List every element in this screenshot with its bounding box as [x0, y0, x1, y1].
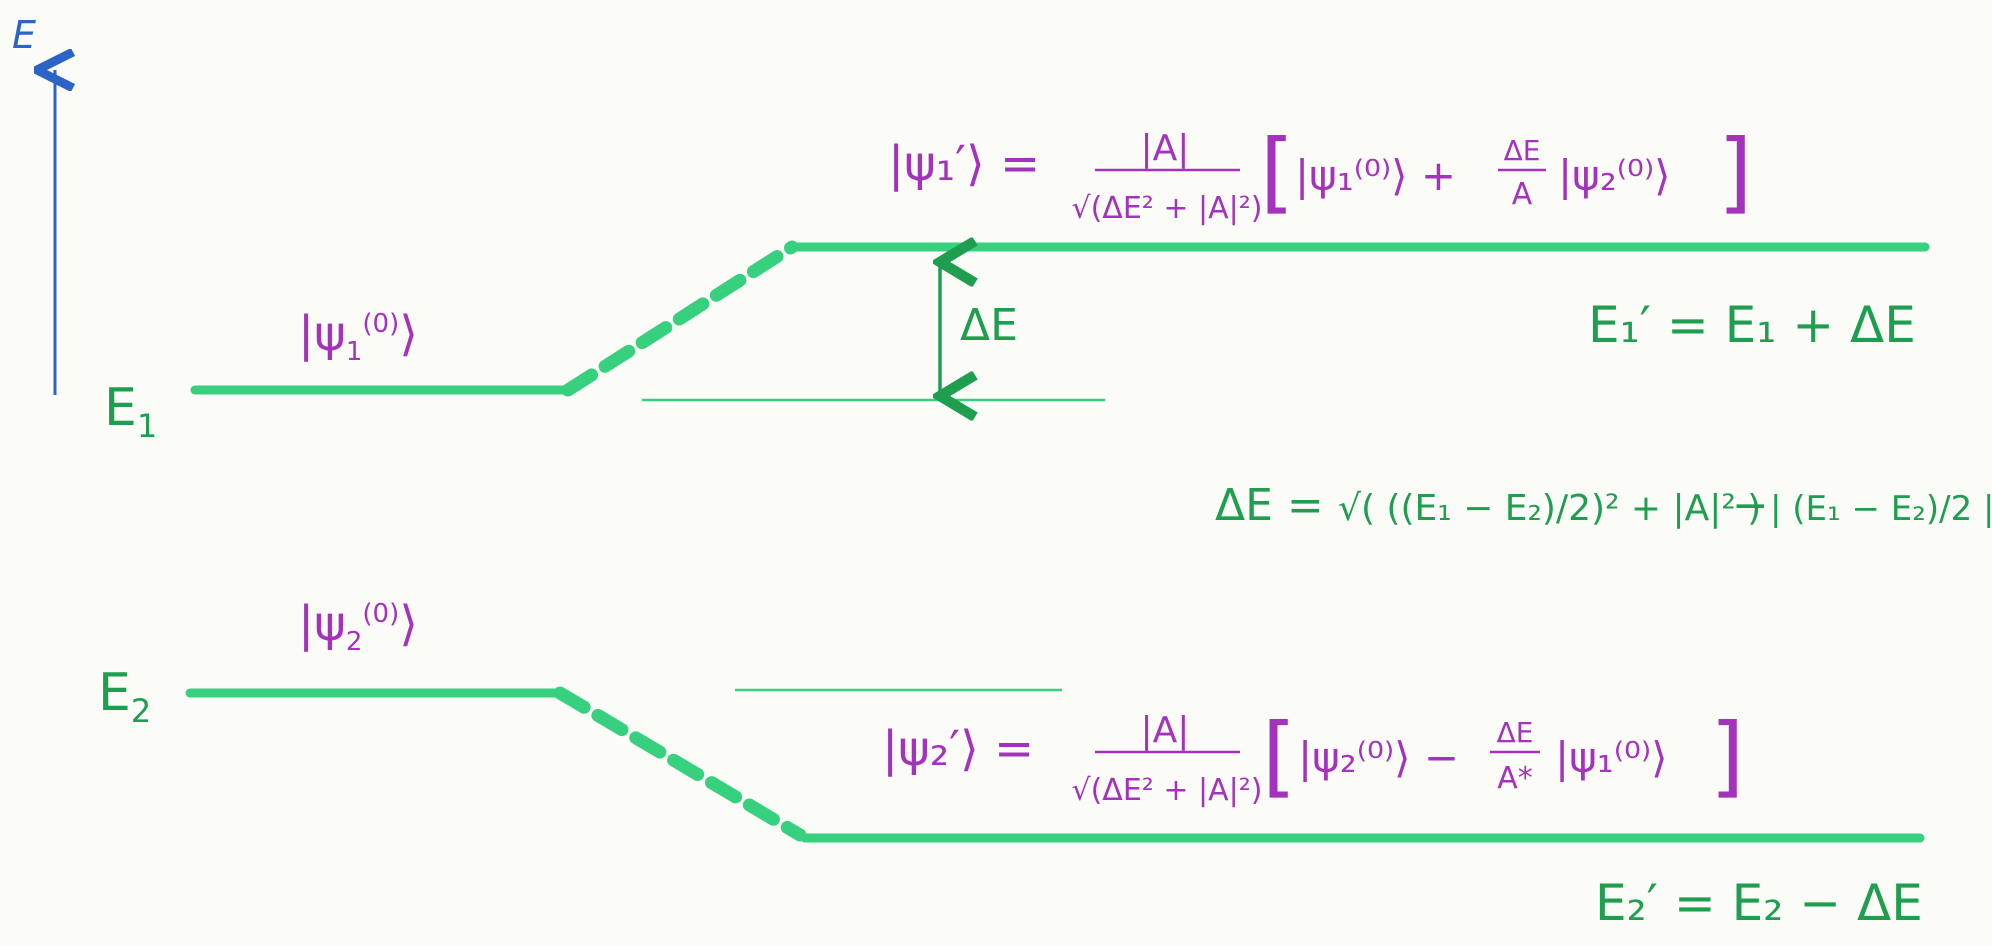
state-psi2-sup: (0) [362, 599, 399, 629]
connector-lower-dashed [553, 686, 807, 842]
lower-perturbed-energy: E₂′ = E₂ − ΔE [1595, 874, 1923, 932]
connector-upper-dashed [561, 240, 799, 397]
lower-term2: |ψ₁⁽⁰⁾⟩ [1555, 733, 1668, 782]
state-psi2-main: |ψ [298, 596, 346, 652]
state-psi2-sub: 2 [346, 627, 363, 657]
energy-axis-label: E [12, 13, 36, 57]
upper-coef-numerator: |A| [1141, 128, 1190, 169]
lower-coef-numerator: |A| [1141, 710, 1190, 751]
delta-formula-abs: | (E₁ − E₂)/2 | [1770, 489, 1992, 529]
upper-frac-numerator: ΔE [1504, 134, 1541, 167]
lower-frac-denominator: A* [1497, 761, 1533, 796]
state-psi1-unperturbed: |ψ1(0)⟩ [298, 306, 418, 367]
upper-term1: |ψ₁⁽⁰⁾⟩ + [1295, 151, 1456, 200]
lower-perturbed-formula: |ψ₂′⟩ = |A| √(ΔE² + |A|²) [ |ψ₂⁽⁰⁾⟩ − ΔE… [882, 704, 1744, 808]
lower-term1: |ψ₂⁽⁰⁾⟩ − [1298, 733, 1459, 782]
energy-label-e1-sub: 1 [137, 407, 157, 445]
lower-bracket-close: ] [1710, 704, 1744, 807]
delta-formula-sqrt: √( ((E₁ − E₂)/2)² + |A|² ) [1338, 488, 1761, 529]
energy-label-e2: E2 [98, 663, 151, 730]
upper-bracket-open: [ [1260, 120, 1294, 223]
energy-label-e2-sub: 2 [131, 692, 151, 730]
upper-ket-lhs: |ψ₁′⟩ = [888, 136, 1040, 192]
lower-bracket-open: [ [1262, 704, 1296, 807]
upper-term2: |ψ₂⁽⁰⁾⟩ [1558, 151, 1671, 200]
delta-e-label: ΔE [960, 300, 1018, 351]
state-psi1-main: |ψ [298, 306, 346, 362]
state-psi1-sup: (0) [362, 309, 399, 339]
state-psi1-ket: ⟩ [399, 306, 418, 362]
lower-ket-lhs: |ψ₂′⟩ = [882, 721, 1034, 777]
state-psi1-sub: 1 [346, 337, 363, 367]
state-psi2-ket: ⟩ [399, 596, 418, 652]
energy-label-e1-main: E [104, 378, 137, 438]
upper-perturbed-formula: |ψ₁′⟩ = |A| √(ΔE² + |A|²) [ |ψ₁⁽⁰⁾⟩ + ΔE… [888, 120, 1752, 226]
delta-formula-lhs: ΔE = [1215, 480, 1324, 531]
upper-frac-denominator: A [1512, 177, 1533, 212]
delta-formula-minus: − [1732, 480, 1769, 531]
energy-label-e1: E1 [104, 378, 157, 445]
delta-e-formula: ΔE = √( ((E₁ − E₂)/2)² + |A|² ) − | (E₁ … [1215, 480, 1992, 531]
lower-coef-denominator: √(ΔE² + |A|²) [1071, 773, 1262, 808]
lower-frac-numerator: ΔE [1497, 716, 1534, 749]
energy-label-e2-main: E [98, 663, 131, 723]
upper-perturbed-energy: E₁′ = E₁ + ΔE [1588, 296, 1916, 354]
upper-coef-denominator: √(ΔE² + |A|²) [1071, 191, 1262, 226]
upper-bracket-close: ] [1718, 120, 1752, 223]
state-psi2-unperturbed: |ψ2(0)⟩ [298, 596, 418, 657]
